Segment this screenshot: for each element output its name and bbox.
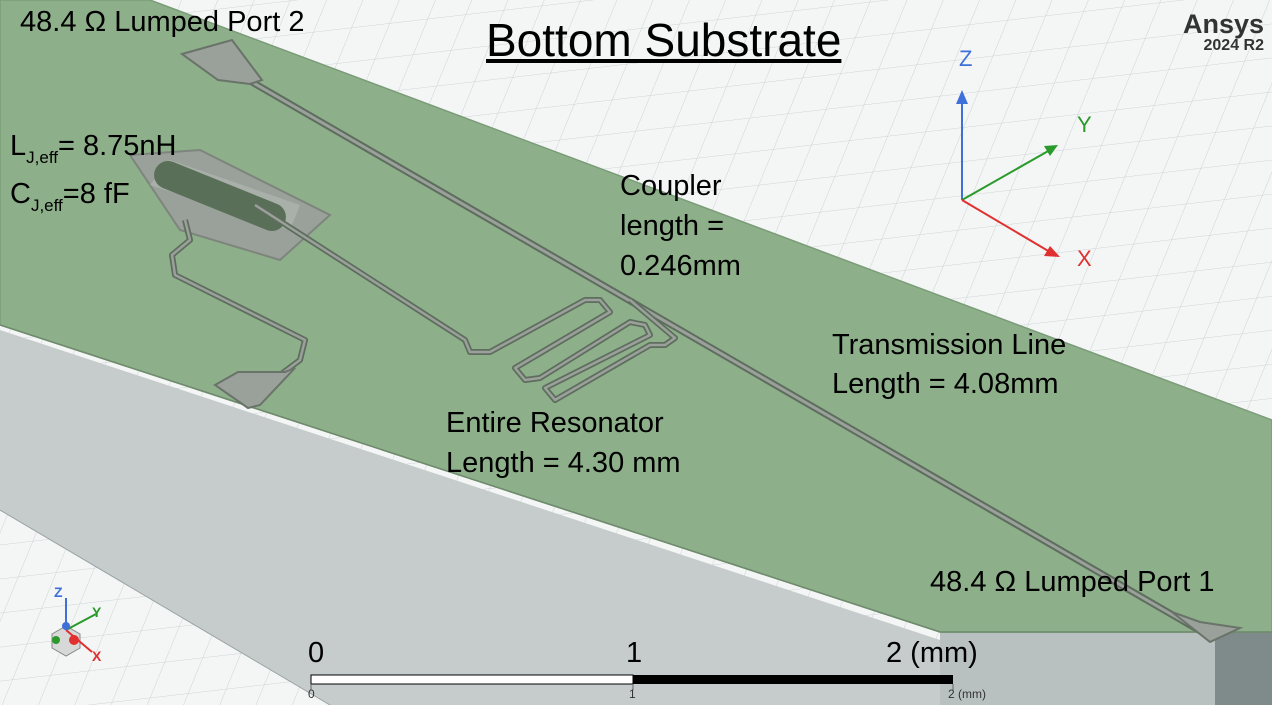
lower-pad [213, 367, 296, 410]
port1-pad [1171, 611, 1244, 644]
scale-label-1: 1 [626, 637, 643, 669]
scale-small-2: 2 (mm) [948, 687, 986, 701]
scale-label-0: 0 [308, 637, 325, 669]
transmission-line-label: Transmission Line Length = 4.08mm [832, 329, 1067, 400]
axis-label-x: X [1077, 246, 1092, 271]
inductance-label: LJ,eff= 8.75nH [10, 130, 177, 167]
mini-axis-gizmo [51, 598, 97, 657]
diagram-title: Bottom Substrate [486, 14, 842, 66]
axis-label-z: Z [959, 46, 973, 71]
axis-label-y: Y [1077, 112, 1092, 137]
scale-small-0: 0 [308, 687, 315, 701]
mini-axis-label-x: X [92, 648, 102, 664]
scale-small-1: 1 [629, 687, 636, 701]
scale-bar [310, 674, 954, 690]
junction-params: LJ,eff= 8.75nH CJ,eff=8 fF [10, 128, 176, 224]
substrate-front-face [940, 632, 1272, 705]
port2-label: 48.4 Ω Lumped Port 2 [20, 6, 305, 38]
substrate-right-face [1215, 630, 1272, 705]
port1-label: 48.4 Ω Lumped Port 1 [930, 566, 1215, 598]
coupler-label: Coupler length = 0.246mm [620, 170, 741, 282]
mini-axis-label-z: Z [54, 584, 63, 600]
port2-pad [179, 38, 264, 86]
substrate-side-face [0, 330, 1272, 705]
resonator-label: Entire Resonator Length = 4.30 mm [446, 407, 681, 479]
capacitance-label: CJ,eff=8 fF [10, 178, 130, 215]
ansys-logo: Ansys 2024 R2 [1182, 9, 1264, 54]
mini-axis-label-y: Y [92, 604, 102, 620]
axis-triad [956, 90, 1060, 257]
scale-label-2: 2 (mm) [886, 637, 978, 669]
junction-pad [154, 161, 286, 231]
